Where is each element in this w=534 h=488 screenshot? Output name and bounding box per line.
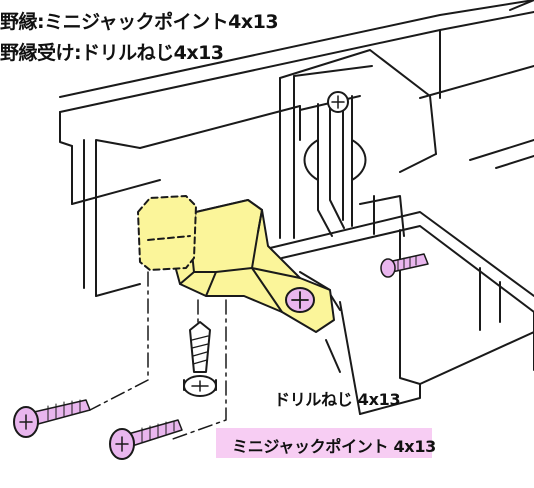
hanger-clip (279, 49, 437, 239)
mini-jack-point-screw-2-icon (109, 419, 183, 460)
mini-jack-point-label: ミニジャックポイント 4x13 (232, 437, 436, 456)
spec-line-joist: 野縁:ミニジャックポイント4x13 (0, 11, 279, 33)
lower-channel (269, 211, 534, 415)
drill-screw-icon (183, 321, 217, 397)
drill-screw-label: ドリルねじ 4x13 (274, 390, 401, 409)
bracket-screw-icon (285, 287, 315, 313)
drill-screw-back-icon (380, 253, 429, 278)
spec-line-joist-carrier: 野縁受け:ドリルねじ4x13 (0, 42, 224, 64)
mini-jack-point-screw-icon (13, 399, 91, 438)
mini-jack-point-badge: ミニジャックポイント 4x13 (216, 428, 436, 458)
hanger-screw-icon (327, 91, 349, 113)
main-channel (59, 0, 534, 297)
guide-lines (89, 271, 227, 441)
